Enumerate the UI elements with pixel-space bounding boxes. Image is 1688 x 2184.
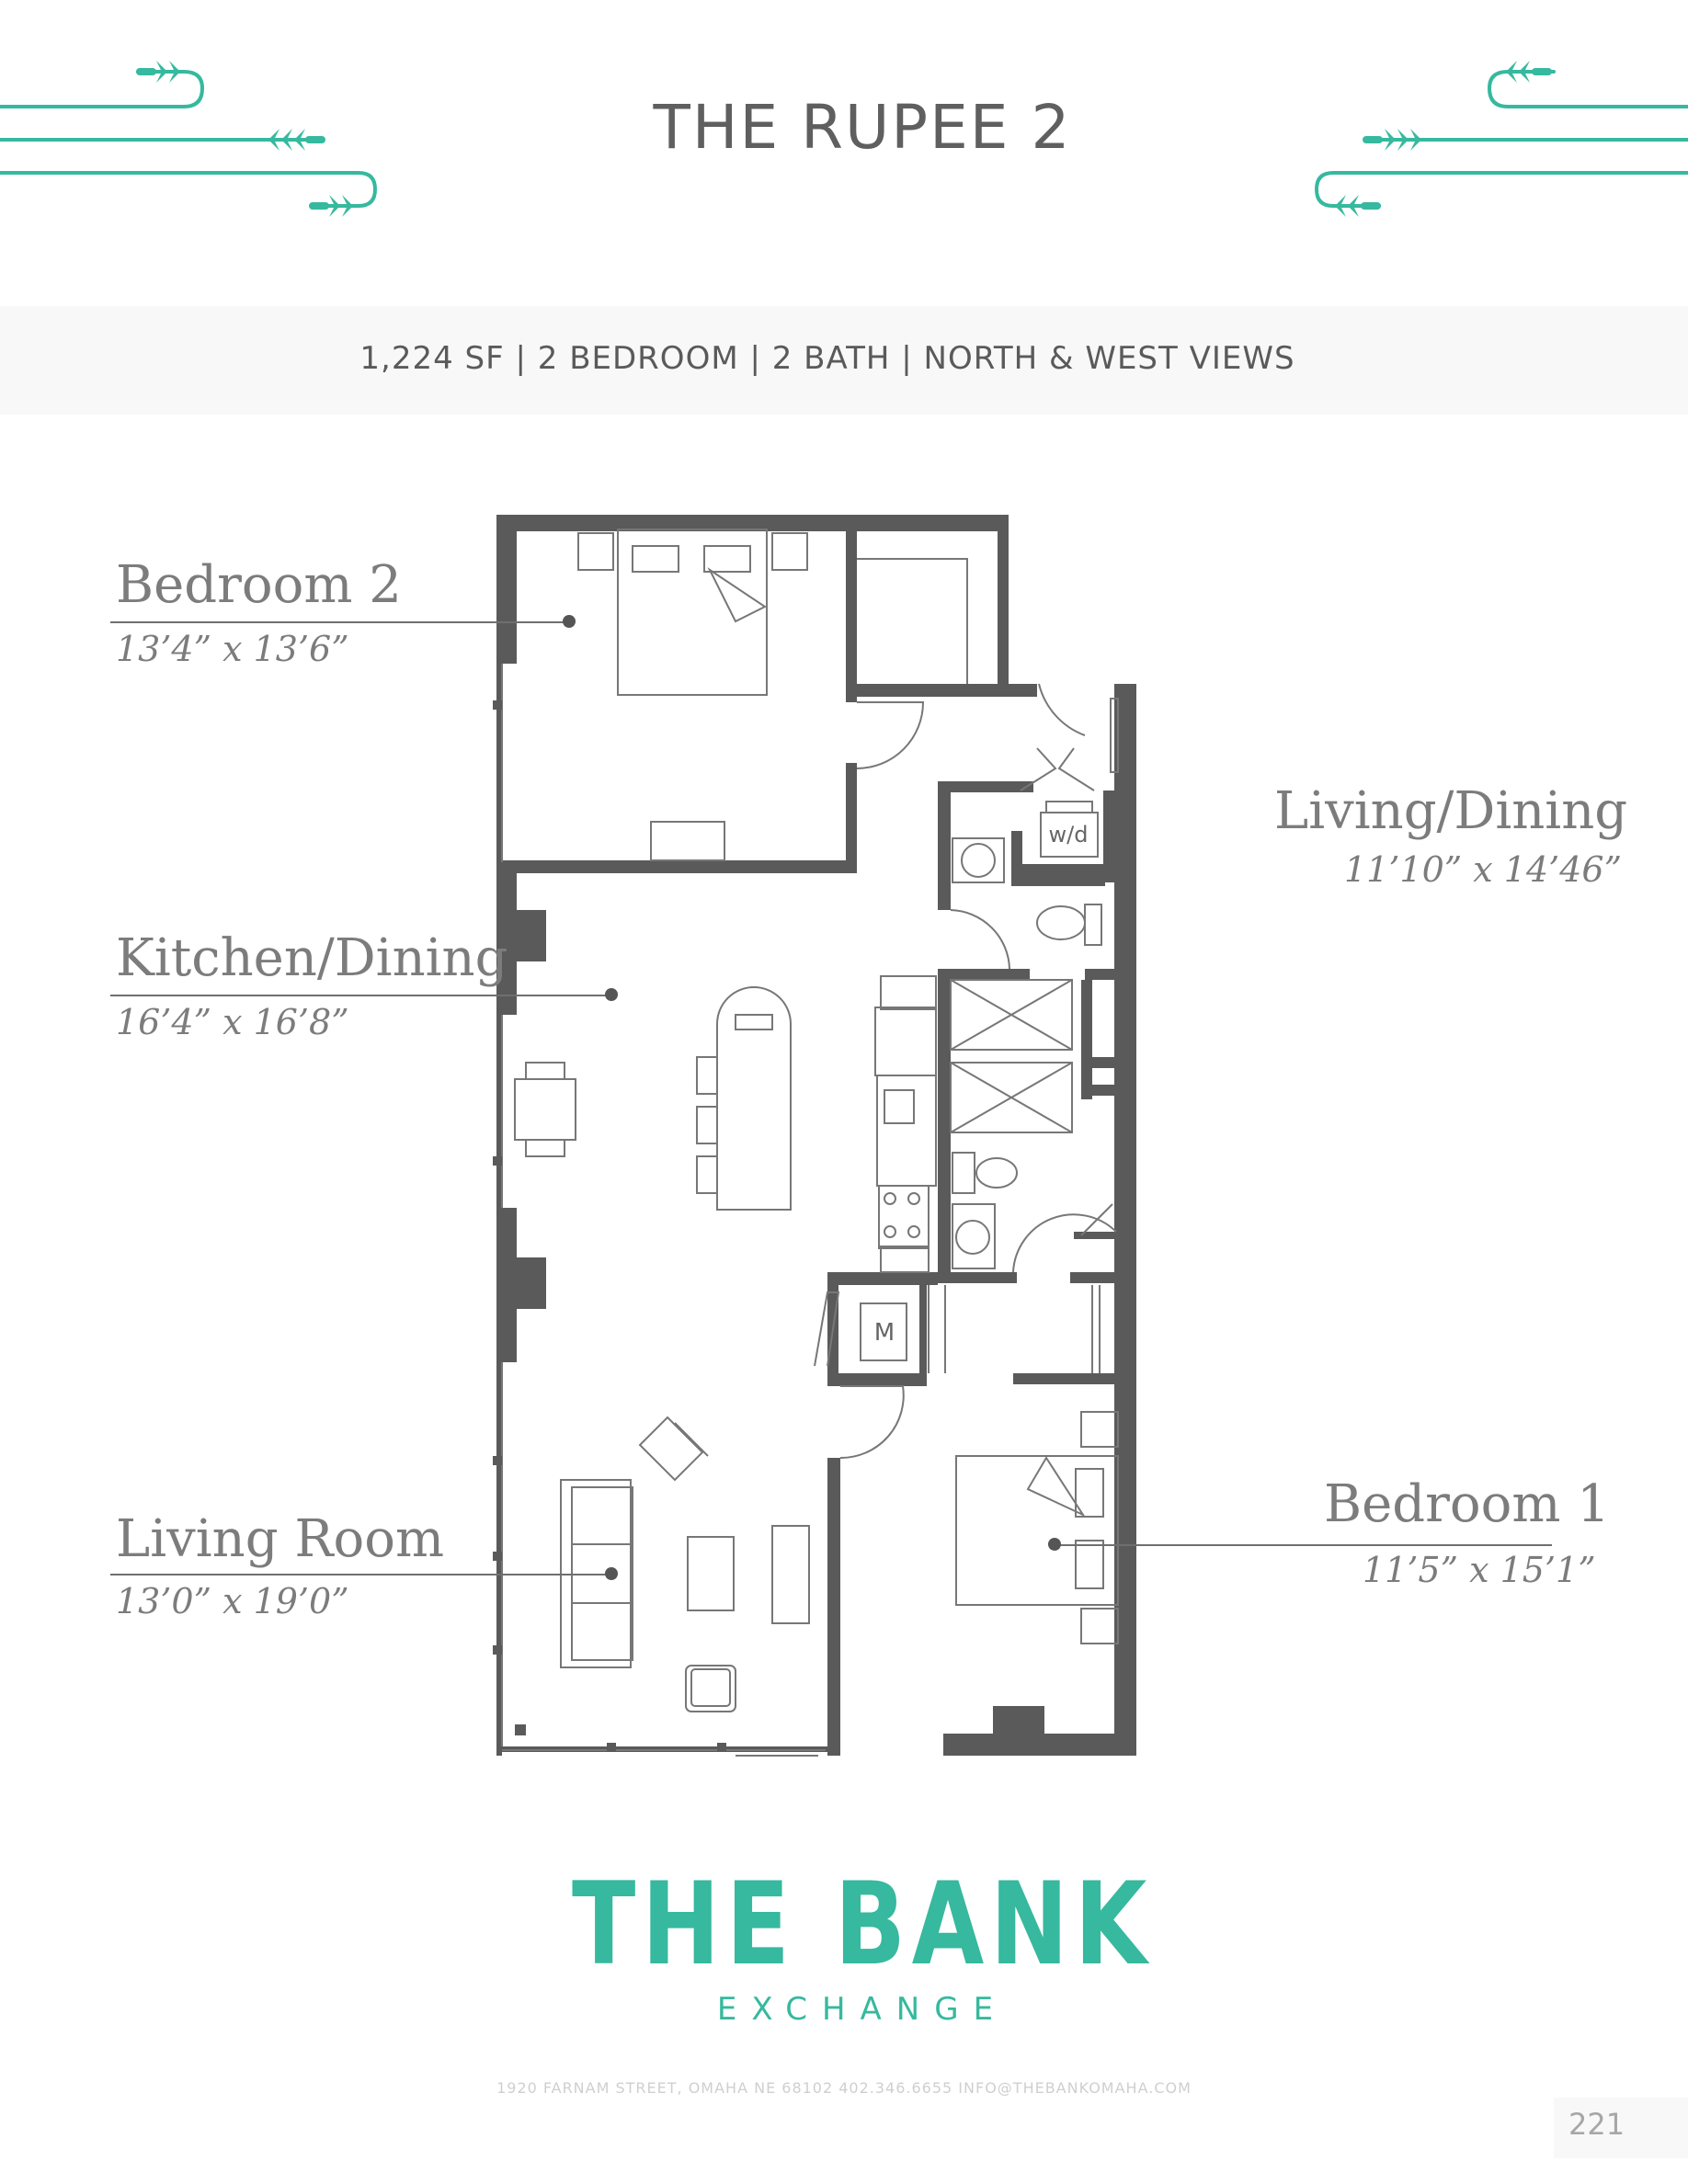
unit-specs: 1,224 SF | 2 BEDROOM | 2 BATH | NORTH & …: [359, 340, 1295, 377]
page-number-box: [1554, 2098, 1688, 2158]
mechanical-label: M: [874, 1319, 895, 1347]
leader-line: [110, 995, 614, 996]
page-title: THE RUPEE 2: [653, 92, 1072, 163]
leader-line: [110, 1574, 614, 1575]
leader-dot: [563, 615, 576, 628]
leader-dot: [1048, 1538, 1061, 1551]
arrow-right-icon: [1363, 129, 1421, 151]
room-dims-bedroom-2: 13’4” x 13’6”: [116, 629, 349, 669]
arrow-right-icon: [309, 195, 353, 217]
room-name-living-dining: Living/Dining: [1274, 781, 1628, 841]
walls: [496, 515, 1136, 1756]
leader-line: [1055, 1544, 1552, 1546]
room-dims-bedroom-1: 11’5” x 15’1”: [1363, 1550, 1596, 1590]
header-decoration: [0, 61, 1688, 217]
arrow-left-icon: [268, 129, 325, 151]
plan-fixtures: [501, 529, 1119, 1757]
room-name-bedroom-1: Bedroom 1: [1324, 1474, 1610, 1534]
leader-dot: [605, 988, 618, 1001]
specs-bar: [0, 306, 1688, 415]
washer-dryer-label: w/d: [1049, 822, 1089, 847]
logo-wordmark: THE BANK: [572, 1859, 1153, 1991]
room-name-living-room: Living Room: [116, 1509, 445, 1569]
room-name-kitchen-dining: Kitchen/Dining: [116, 928, 508, 988]
room-dims-living-dining: 11’10” x 14’46”: [1344, 849, 1623, 890]
arrow-right-icon: [136, 61, 180, 83]
footer-contact: 1920 FARNAM STREET, OMAHA NE 68102 402.3…: [496, 2079, 1192, 2097]
room-name-bedroom-2: Bedroom 2: [116, 555, 402, 615]
arrow-left-icon: [1335, 195, 1381, 217]
room-dims-kitchen-dining: 16’4” x 16’8”: [116, 1002, 349, 1042]
leader-line: [110, 621, 568, 623]
room-dims-living-room: 13’0” x 19’0”: [116, 1581, 349, 1621]
leader-dot: [605, 1567, 618, 1580]
logo-subtitle: EXCHANGE: [716, 1991, 1009, 2028]
arrow-left-icon: [1506, 61, 1552, 83]
page-number: 221: [1568, 2107, 1625, 2142]
